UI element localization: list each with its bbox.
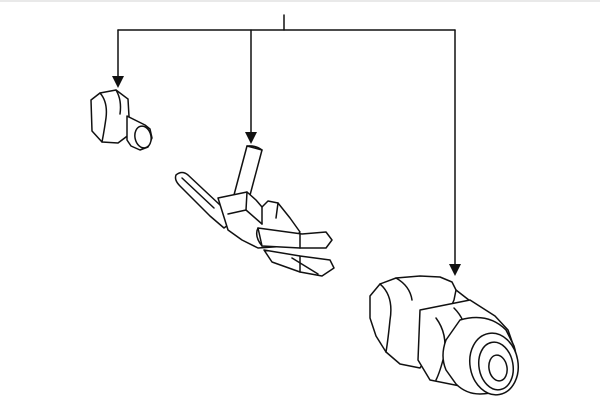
top-divider — [0, 0, 600, 2]
lamp-socket-icon — [369, 275, 519, 396]
arrowhead-clip — [245, 132, 257, 144]
arrowhead-socket — [449, 264, 461, 276]
retainer-clip-icon — [174, 145, 335, 277]
wedge-bulb-icon — [90, 89, 153, 151]
arrowhead-bulb — [112, 76, 124, 88]
leader-lines — [112, 14, 461, 276]
